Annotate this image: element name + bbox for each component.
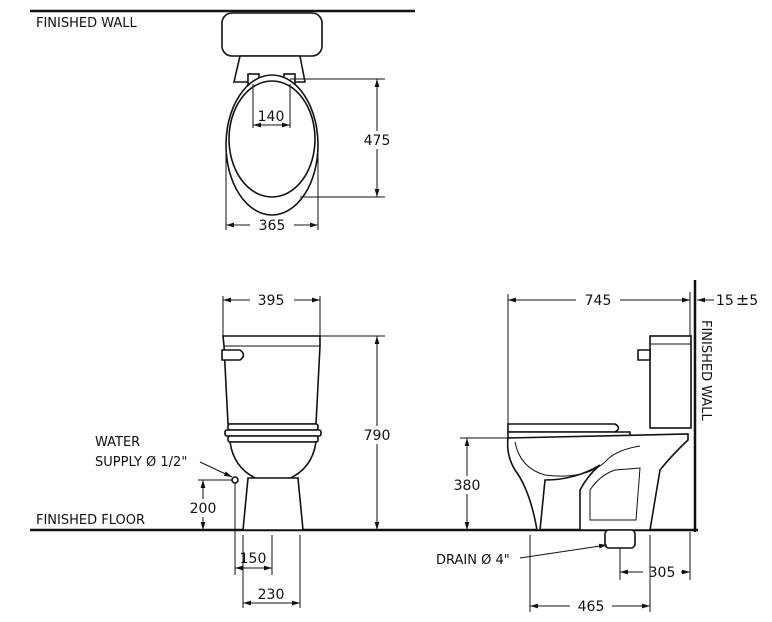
dim-total-depth: 745: [585, 293, 612, 309]
finished-wall-side-label: FINISHED WALL: [698, 320, 713, 422]
dim-tank-width: 395: [258, 293, 285, 309]
front-view: 395 790 WATER SUPPLY Ø 1/2" 200 150 230: [95, 291, 398, 608]
seat-ring-front: [224, 429, 322, 437]
dim-drain-offset: 305: [649, 565, 676, 581]
seat-lid-front: [227, 423, 319, 431]
tank-top: [221, 12, 323, 57]
bowl-side: [506, 433, 689, 531]
water-label: WATER: [95, 435, 140, 450]
side-view: FINISHED WALL DRAIN Ø 4" 745 15±5 380: [436, 280, 758, 615]
dim-seat-width: 365: [259, 218, 286, 234]
seat-lid-side: [507, 423, 620, 433]
flush-lever: [221, 349, 245, 361]
drain-pipe: [604, 529, 636, 549]
water-supply-point: [231, 476, 239, 484]
dim-seat-length: 475: [364, 133, 391, 149]
finished-wall-top-label: FINISHED WALL: [36, 16, 138, 31]
dim-base-width: 230: [258, 587, 285, 603]
seat-lid: [228, 80, 316, 198]
dim-supply-height: 200: [190, 501, 217, 517]
flush-lever-side: [637, 349, 651, 361]
pedestal-front: [242, 477, 304, 531]
bowl-front: [229, 441, 317, 481]
finished-floor-label: FINISHED FLOOR: [36, 513, 145, 528]
dim-total-height: 790: [364, 428, 391, 444]
dim-base-depth: 465: [578, 599, 605, 615]
tank-side: [649, 335, 692, 429]
supply-label: SUPPLY Ø 1/2": [95, 455, 187, 470]
drain-label: DRAIN Ø 4": [436, 553, 510, 568]
dim-wall-gap: 15±5: [716, 290, 758, 309]
bowl-rim-front: [227, 435, 319, 443]
top-view: FINISHED WALL 140 475 365: [30, 9, 415, 234]
dim-seat-hinge-spacing: 140: [258, 109, 285, 125]
dim-seat-height: 380: [454, 478, 481, 494]
dim-supply-offset: 150: [240, 551, 267, 567]
